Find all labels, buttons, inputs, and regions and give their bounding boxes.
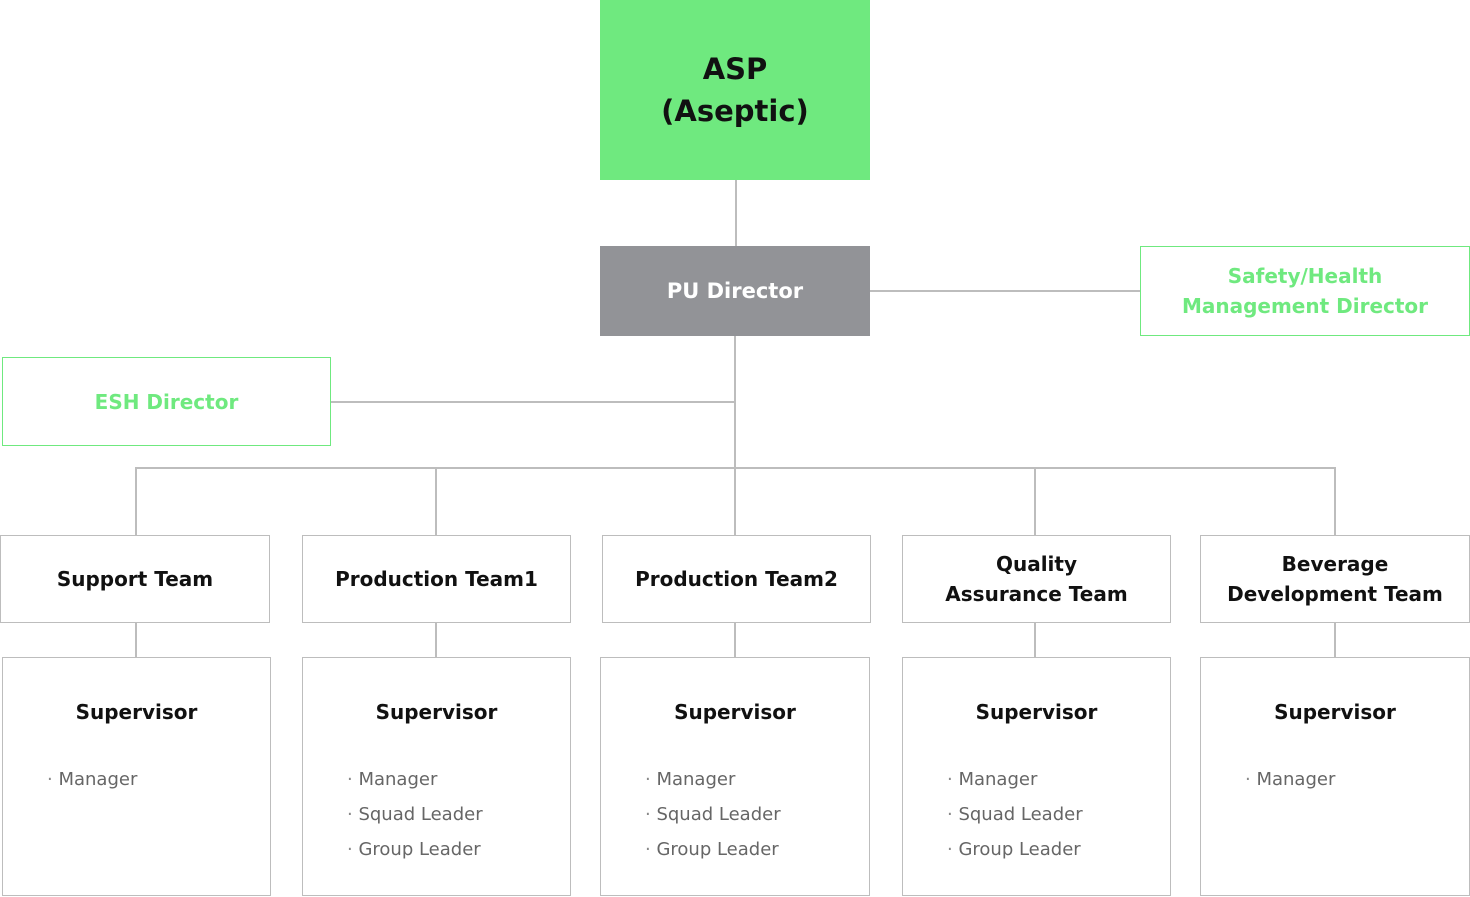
supervisor-title: Supervisor: [375, 700, 498, 724]
role-item: Squad Leader: [347, 797, 482, 832]
role-list: Manager Squad Leader Group Leader: [947, 762, 1083, 867]
supervisor-title: Supervisor: [975, 700, 1098, 724]
role-item: Squad Leader: [947, 797, 1082, 832]
team-node-support: Support Team: [0, 535, 270, 623]
role-item: Manager: [947, 762, 1083, 797]
supervisor-title: Supervisor: [674, 700, 796, 724]
connector-director-trunk: [734, 336, 736, 535]
connector-sup-2: [435, 623, 437, 657]
role-list: Manager Squad Leader Group Leader: [347, 762, 483, 867]
connector-sup-5: [1334, 623, 1336, 657]
role-list: Manager: [47, 762, 137, 797]
connector-team-drop-1: [135, 467, 137, 535]
esh-director-node: ESH Director: [2, 357, 331, 446]
connector-sup-3: [734, 623, 736, 657]
connector-esh: [331, 401, 735, 403]
connector-team-drop-4: [1034, 467, 1036, 535]
supervisor-box-beverage-development: Supervisor Manager: [1200, 657, 1470, 896]
role-item: Group Leader: [947, 832, 1083, 867]
team-node-production-2: Production Team2: [602, 535, 871, 623]
role-item: Manager: [645, 762, 781, 797]
team-node-production-1: Production Team1: [302, 535, 571, 623]
connector-director-safety: [870, 290, 1140, 292]
role-item: Group Leader: [347, 832, 483, 867]
safety-health-director-node: Safety/Health Management Director: [1140, 246, 1470, 336]
role-item: Manager: [1245, 762, 1335, 797]
role-item: Group Leader: [645, 832, 781, 867]
supervisor-box-production-1: Supervisor Manager Squad Leader Group Le…: [302, 657, 571, 896]
role-item: Manager: [347, 762, 483, 797]
connector-team-drop-2: [435, 467, 437, 535]
pu-director-node: PU Director: [600, 246, 870, 336]
role-list: Manager Squad Leader Group Leader: [645, 762, 781, 867]
org-root-node: ASP (Aseptic): [600, 0, 870, 180]
supervisor-box-quality-assurance: Supervisor Manager Squad Leader Group Le…: [902, 657, 1171, 896]
connector-sup-1: [135, 623, 137, 657]
team-node-beverage-development: Beverage Development Team: [1200, 535, 1470, 623]
connector-team-bus: [135, 467, 1336, 469]
team-node-quality-assurance: Quality Assurance Team: [902, 535, 1171, 623]
role-item: Squad Leader: [645, 797, 780, 832]
supervisor-title: Supervisor: [75, 700, 198, 724]
connector-sup-4: [1034, 623, 1036, 657]
supervisor-box-production-2: Supervisor Manager Squad Leader Group Le…: [600, 657, 870, 896]
role-item: Manager: [47, 762, 137, 797]
supervisor-title: Supervisor: [1274, 700, 1396, 724]
connector-root-director: [735, 180, 737, 246]
supervisor-box-support: Supervisor Manager: [2, 657, 271, 896]
connector-team-drop-5: [1334, 467, 1336, 535]
role-list: Manager: [1245, 762, 1335, 797]
